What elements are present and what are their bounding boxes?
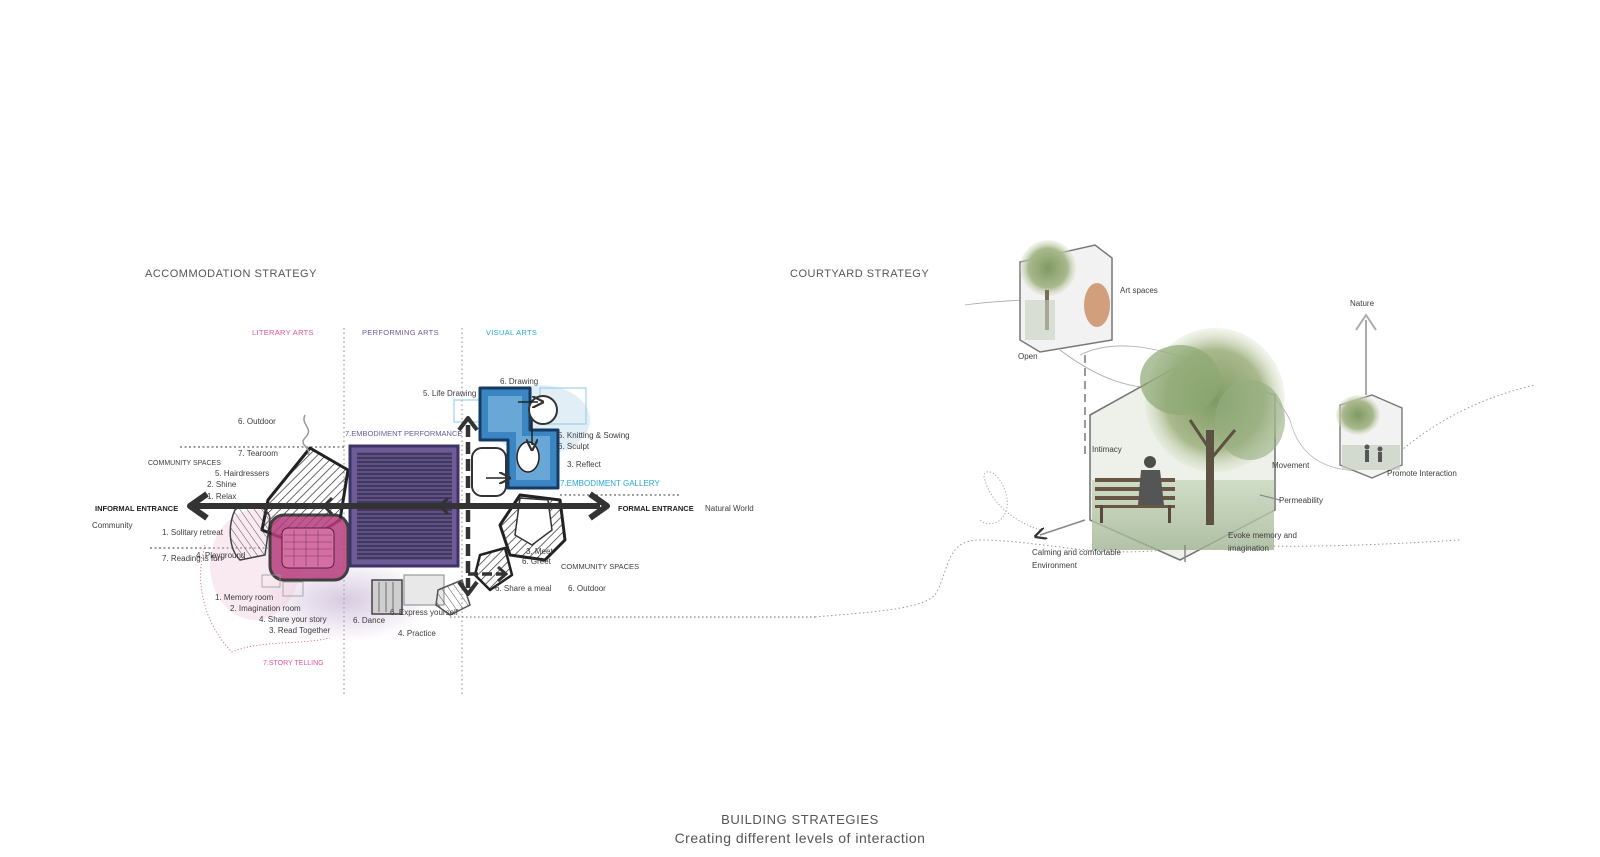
label-share-meal: 6. Share a meal bbox=[495, 584, 552, 593]
label-drawing: 6. Drawing bbox=[500, 377, 539, 386]
accommodation-diagram bbox=[150, 328, 815, 695]
footer-title: BUILDING STRATEGIES bbox=[721, 812, 879, 827]
label-community-spaces-left: COMMUNITY SPACES bbox=[148, 460, 221, 467]
label-informal-entrance: INFORMAL ENTRANCE bbox=[95, 504, 179, 513]
label-outdoor-right: 6. Outdoor bbox=[568, 584, 606, 593]
category-visual-arts: VISUAL ARTS bbox=[486, 328, 538, 337]
label-nature: Nature bbox=[1350, 299, 1375, 308]
label-movement: Movement bbox=[1272, 461, 1310, 470]
label-story-telling: 7.STORY TELLING bbox=[263, 660, 324, 667]
label-community-spaces-right: COMMUNITY SPACES bbox=[561, 562, 640, 571]
label-express: 6. Express yourself bbox=[390, 608, 459, 617]
label-natural-world: Natural World bbox=[705, 504, 754, 513]
label-embodiment-gallery: 7.EMBODIMENT GALLERY bbox=[560, 479, 660, 488]
label-sculpt: 6. Sculpt bbox=[558, 442, 590, 451]
label-dance: 6. Dance bbox=[353, 616, 386, 625]
label-evoke-2: imagination bbox=[1228, 544, 1269, 553]
label-permeability: Permeability bbox=[1279, 496, 1324, 505]
label-meet: 3. Meet bbox=[526, 547, 553, 556]
courtyard-diagram bbox=[964, 240, 1536, 562]
label-relax: 1. Relax bbox=[207, 492, 237, 501]
label-open: Open bbox=[1018, 352, 1038, 361]
label-memory-room: 1. Memory room bbox=[215, 593, 274, 602]
label-share-story: 4. Share your story bbox=[259, 615, 327, 624]
label-tearoom: 7. Tearoom bbox=[238, 449, 278, 458]
category-performing-arts: PERFORMING ARTS bbox=[362, 328, 439, 337]
label-outdoor-top: 6. Outdoor bbox=[238, 417, 276, 426]
accommodation-heading: ACCOMMODATION STRATEGY bbox=[145, 268, 317, 280]
label-reading: 7. Reading is fun bbox=[162, 554, 223, 563]
label-embodiment-performance: 7.EMBODIMENT PERFORMANCE bbox=[345, 429, 463, 438]
label-community: Community bbox=[92, 521, 133, 530]
label-intimacy: Intimacy bbox=[1092, 445, 1122, 454]
label-hairdressers: 5. Hairdressers bbox=[215, 469, 270, 478]
label-imagination-room: 2. Imagination room bbox=[230, 604, 301, 613]
label-promote-interaction: Promote Interaction bbox=[1387, 469, 1457, 478]
label-calming-1: Calming and comfortable bbox=[1032, 548, 1121, 557]
label-calming-2: Environment bbox=[1032, 561, 1077, 570]
label-practice: 4. Practice bbox=[398, 629, 436, 638]
label-greet: 6. Greet bbox=[522, 557, 551, 566]
label-knitting: 5. Knitting & Sowing bbox=[558, 431, 630, 440]
label-read-together: 3. Read Together bbox=[269, 626, 331, 635]
label-reflect: 3. Reflect bbox=[567, 460, 601, 469]
label-shine: 2. Shine bbox=[207, 480, 237, 489]
label-life-drawing: 5. Life Drawing bbox=[423, 389, 477, 398]
courtyard-heading: COURTYARD STRATEGY bbox=[790, 268, 930, 280]
label-playground: 4. Playground bbox=[196, 551, 246, 560]
label-solitary-retreat: 1. Solitary retreat bbox=[162, 528, 223, 537]
label-art-spaces: Art spaces bbox=[1120, 286, 1158, 295]
footer-subtitle: Creating different levels of interaction bbox=[674, 830, 926, 846]
label-evoke-1: Evoke memory and bbox=[1228, 531, 1297, 540]
category-literary-arts: LITERARY ARTS bbox=[252, 328, 314, 337]
label-formal-entrance: FORMAL ENTRANCE bbox=[618, 504, 694, 513]
